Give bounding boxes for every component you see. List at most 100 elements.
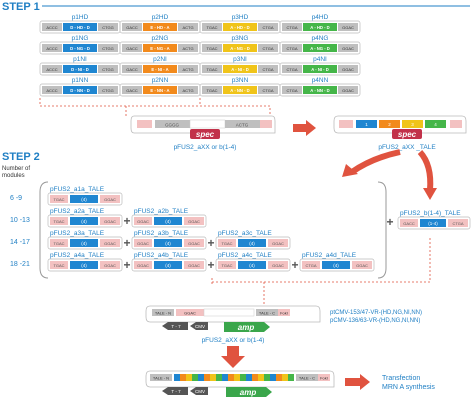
module-name: p3HD [232,14,249,21]
module-left-site [282,44,302,52]
module-repeat [223,65,257,73]
construct-frame [47,258,123,272]
amp-label: amp [238,323,255,332]
backbone-tale-n: TALE - N [155,311,171,316]
construct-cell [238,261,266,269]
module-right-site [178,23,198,31]
module-right-text: GGAC [342,46,354,51]
final-module-cell [240,374,246,381]
module-left-site [42,23,62,31]
construct-frame [47,192,123,206]
vector-right-spec: spec [398,130,417,139]
t7-label: T - 7 [171,324,181,329]
module-right-text: CTGG [102,46,114,51]
module-right-site [178,86,198,94]
construct-frame [131,258,207,272]
construct-cell-text: (4) [165,241,171,246]
final-module-cell [234,374,240,381]
module-name: p3NI [233,56,247,63]
module-repeat [143,44,177,52]
plus-sign: + [291,258,298,272]
construct-right-site [100,195,120,203]
construct-left-text: TGAC [221,263,232,268]
final-module-cell [270,374,276,381]
module-left-text: GACC [126,46,138,51]
step1-arrow [293,120,316,136]
backbone-ggac: GGAC [184,311,196,316]
construct-name: pFUS2_a4b_TALE [134,252,189,259]
module-left-site [202,23,222,31]
module-right-text: CTGA [262,25,273,30]
construct-left-site [50,195,68,203]
module-left-text: TGAC [206,25,217,30]
module-right-text: CTGG [102,25,114,30]
final-module-cell [186,374,192,381]
module-left-text: CTGA [286,67,297,72]
construct-cell [238,239,266,247]
construct-right-text: GGAC [356,263,368,268]
module-left-text: ACCC [46,25,57,30]
module-repeat-text: E - NI - A [151,67,168,72]
construct-left-text: TGAC [53,219,64,224]
construct-cell [154,261,182,269]
module-name: p3NG [232,35,249,42]
backbone-tale-c: TALE - C [259,311,275,316]
module-right-site [258,65,278,73]
plus-sign: + [207,258,214,272]
module-left-text: CTGA [286,88,297,93]
construct-cell-text: (4) [81,197,87,202]
module-repeat [303,65,337,73]
step2-connector [211,238,431,306]
construct-left-site [400,219,418,227]
module-repeat-text: D - NI - D [71,67,89,72]
module-repeat [63,23,97,31]
module-repeat-text: A - NI - D [231,67,249,72]
module-left-text: CTGA [286,46,297,51]
construct-cell-text: (4) [81,241,87,246]
row-range: 10 -13 [10,217,30,224]
step1-connector [39,98,271,116]
module-right-site [338,44,358,52]
construct-left-text: TGAC [53,197,64,202]
module-name: p3NN [232,77,249,84]
row-range: 18 -21 [10,261,30,268]
module-frame [279,20,361,34]
vector-cell-4 [425,120,446,128]
construct-cell [70,239,98,247]
construct-name: pFUS2_a3c_TALE [218,230,272,237]
final-foki: FokI [320,376,328,381]
construct-cell [420,219,446,227]
module-left-site [202,44,222,52]
final-module-cell [192,374,198,381]
module-right-site [98,44,118,52]
construct-frame [215,236,291,250]
module-frame [279,83,361,97]
final-module-cell [246,374,252,381]
construct-left-text: TGAC [53,241,64,246]
step2-bracket [39,181,387,279]
module-name: p4NI [313,56,327,63]
plus-sign: + [207,236,214,250]
module-repeat-text: D - NN - D [70,88,90,93]
construct-right-text: GGAC [188,241,200,246]
module-left-site [42,65,62,73]
module-right-site [178,44,198,52]
step2-label: STEP 2 [2,151,40,163]
module-name: p4HD [312,14,329,21]
module-right-text: CTGA [262,88,273,93]
result-arrow [345,374,370,390]
module-left-site [282,65,302,73]
module-right-text: GGAC [342,25,354,30]
construct-right-site [448,219,468,227]
plasmid-1: ptCMV-153/47-VR-(HD,NG,NI,NN) [330,310,422,316]
